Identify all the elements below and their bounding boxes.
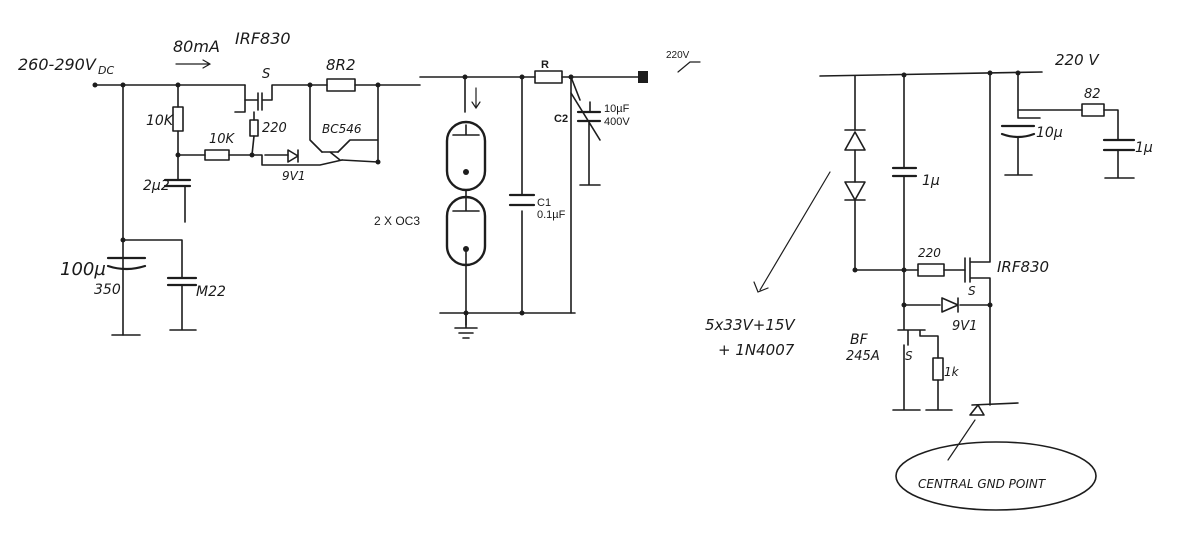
mosfet-irf830 bbox=[234, 82, 313, 113]
resistor-220-right bbox=[917, 263, 945, 277]
input-dc-suffix: DC bbox=[98, 64, 114, 77]
c2-value-label: 10µF bbox=[604, 103, 630, 115]
c1-name-label: C1 bbox=[537, 197, 551, 209]
jfet-source-label: S bbox=[905, 349, 913, 363]
source-pin-label: S bbox=[262, 67, 270, 82]
resistor-r-label: R bbox=[541, 59, 549, 71]
c1-value-label: 0.1µF bbox=[537, 209, 566, 221]
right-circuit bbox=[753, 70, 1136, 511]
output-terminal bbox=[638, 71, 648, 83]
resistor-82-label: 82 bbox=[1084, 87, 1101, 102]
note-arrow-diodes bbox=[753, 171, 831, 293]
cap-2u2 bbox=[163, 154, 192, 223]
left-circuit bbox=[92, 59, 421, 336]
central-gnd-point bbox=[969, 402, 1019, 416]
zener-9v1 bbox=[251, 149, 343, 166]
oc3-tube-1 bbox=[445, 76, 487, 192]
resistor-220 bbox=[249, 119, 259, 137]
transistor-bc546 bbox=[309, 84, 381, 165]
resistor-1k-label: 1k bbox=[944, 365, 960, 379]
cap-2u2-label: 2µ2 bbox=[143, 178, 170, 194]
rail bbox=[819, 71, 1043, 77]
mosfet-label: IRF830 bbox=[235, 29, 291, 48]
resistor-10k bbox=[204, 149, 230, 161]
labels: 260-290V DC 80mA IRF830 S 8R2 10K 10K 22… bbox=[18, 29, 1153, 491]
resistor-r bbox=[534, 70, 563, 84]
flow-arrow bbox=[471, 87, 481, 110]
cap-1u bbox=[891, 74, 918, 306]
jfet-label: BF bbox=[850, 332, 869, 348]
cap-m22 bbox=[166, 276, 198, 331]
cap-m22-label: M22 bbox=[196, 284, 226, 300]
output-220v-label: 220V bbox=[666, 50, 690, 61]
cap-main-value-label: 100µ bbox=[60, 259, 106, 280]
gnd-note-label: CENTRAL GND POINT bbox=[918, 477, 1047, 491]
oc3-tube-2 bbox=[445, 189, 487, 326]
diode-string bbox=[844, 75, 866, 273]
cap-c2 bbox=[570, 76, 602, 314]
c2-voltage-label: 400V bbox=[604, 116, 630, 128]
cap-1u-right-label: 1µ bbox=[1135, 140, 1153, 156]
ground-symbol bbox=[439, 310, 576, 339]
cap-main-voltage-label: 350 bbox=[94, 282, 121, 298]
jfet-bf245a bbox=[892, 304, 953, 411]
cap-1u-label: 1µ bbox=[922, 173, 940, 189]
wire bbox=[251, 111, 255, 156]
input-node bbox=[92, 82, 98, 88]
resistor-8r2-label: 8R2 bbox=[326, 56, 356, 74]
output-pointer bbox=[677, 61, 701, 73]
current-label: 80mA bbox=[173, 37, 220, 56]
cap-c1 bbox=[508, 76, 536, 314]
resistor-220-label: 220 bbox=[262, 121, 287, 136]
diode-note-line1: 5x33V+15V bbox=[705, 316, 796, 334]
source-pin-right-label: S bbox=[968, 284, 976, 298]
resistor-82-branch bbox=[1017, 103, 1136, 179]
c2-name-label: C2 bbox=[554, 113, 568, 125]
resistor-10k-top bbox=[172, 106, 184, 132]
cap-10u bbox=[1000, 72, 1041, 176]
mosfet-irf830-right bbox=[964, 72, 991, 406]
resistor-10k-label: 10K bbox=[209, 132, 236, 147]
bc546-label: BC546 bbox=[322, 122, 362, 136]
node bbox=[901, 267, 907, 273]
note-arrow-gnd bbox=[947, 419, 976, 461]
right-output-label: 220 V bbox=[1055, 51, 1100, 69]
zener-right-label: 9V1 bbox=[952, 319, 977, 334]
resistor-8r2 bbox=[326, 78, 356, 92]
resistor-10k-top-label: 10K bbox=[146, 113, 175, 129]
diode-note-line2: + 1N4007 bbox=[718, 341, 795, 359]
jfet-part-label: 245A bbox=[846, 349, 880, 364]
resistor-220-right-label: 220 bbox=[918, 246, 941, 260]
zener-label: 9V1 bbox=[282, 169, 305, 183]
mosfet-right-label: IRF830 bbox=[997, 258, 1049, 276]
zener-9v1-right bbox=[901, 297, 993, 313]
current-arrow bbox=[175, 59, 212, 69]
tube-label: 2 X OC3 bbox=[374, 214, 420, 228]
gnd-note-ellipse bbox=[895, 441, 1097, 511]
input-voltage-label: 260-290V bbox=[18, 55, 97, 74]
tube-regulator bbox=[419, 61, 701, 339]
cap-100u-350 bbox=[106, 239, 183, 336]
cap-10u-label: 10µ bbox=[1036, 125, 1063, 141]
